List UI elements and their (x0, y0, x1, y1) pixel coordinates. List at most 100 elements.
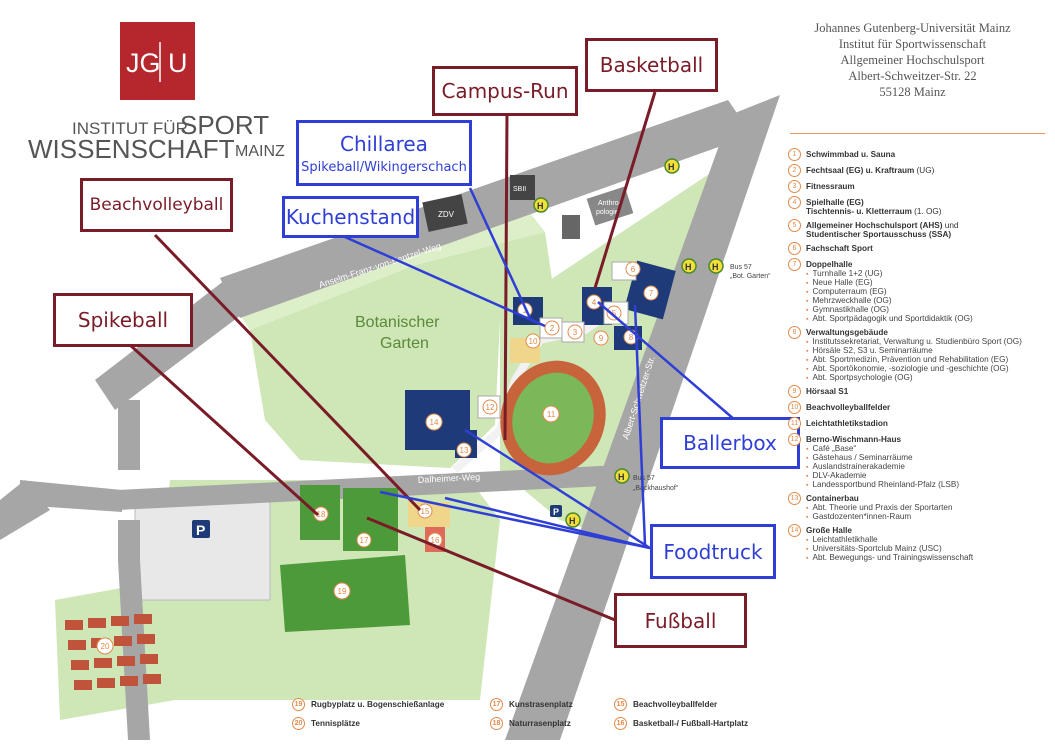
road-dalheimer (118, 465, 625, 510)
svg-text:18: 18 (317, 510, 326, 519)
legend-subitem: Neue Halle (EG) (806, 278, 1053, 287)
svg-text:12: 12 (486, 403, 495, 412)
callout-lines-blue (344, 187, 736, 550)
svg-text:16: 16 (431, 536, 440, 545)
sbii-label: SBII (513, 186, 526, 193)
map-marker: 12 (482, 399, 498, 415)
street-label-dalheimer: Dalheimer-Weg (418, 472, 481, 485)
svg-text:7: 7 (649, 289, 654, 298)
parking-lot (134, 489, 271, 601)
map-marker: 13 (456, 442, 472, 458)
svg-text:8: 8 (629, 333, 634, 342)
legend-number: 2 (788, 164, 801, 177)
legend-number: 12 (788, 433, 801, 446)
callout-basketball: Basketball (585, 38, 718, 92)
legend-number: 1 (788, 148, 801, 161)
map-marker: 20 (96, 637, 114, 655)
callout-foodtruck: Foodtruck (650, 524, 776, 579)
address-line: Johannes Gutenberg-Universität Mainz (814, 21, 1011, 35)
legend-subitem: Café „Base“ (806, 444, 1053, 453)
road-bentzel (220, 100, 752, 318)
legend-subitem: Computerraum (EG) (806, 287, 1053, 296)
bottom-legend-label: Rugbyplatz u. Bogenschießanlage (311, 700, 445, 709)
map-marker: 7 (643, 285, 659, 301)
anthro-label-2: pologie (596, 209, 619, 216)
map-marker: 2 (544, 320, 560, 336)
callout-basketball-label: Basketball (599, 53, 704, 77)
callout-kuchenstand-label: Kuchenstand (285, 205, 416, 229)
svg-text:13: 13 (460, 446, 469, 455)
road-schweitzer (505, 95, 780, 740)
callout-ballerbox-label: Ballerbox (683, 431, 777, 455)
parking-sign-small (550, 505, 562, 517)
legend-title: Doppelhalle (806, 260, 853, 269)
legend-number: 4 (788, 196, 801, 209)
bottom-legend-label: Beachvolleyballfelder (633, 700, 718, 709)
legend-number: 7 (788, 258, 801, 271)
legend-line2-suffix: (1. OG) (911, 207, 942, 216)
legend-line2: Studentischer Sportausschuss (SSA) (806, 230, 952, 239)
bottom-legend-label: Basketball-/ Fußball-Hartplatz (633, 719, 749, 728)
callout-beachvolleyball-label: Beachvolleyball (89, 195, 224, 215)
address-line: Allgemeiner Hochschulsport (840, 53, 985, 67)
garden-label-1: Botanischer (355, 314, 440, 331)
map-marker: 3 (567, 324, 583, 340)
svg-text:6: 6 (631, 265, 636, 274)
legend-title: Fechtsaal (EG) u. Kraftraum (806, 166, 915, 175)
legend-number: 18 (490, 717, 503, 730)
institute-address: Johannes Gutenberg-Universität Mainz Ins… (780, 20, 1045, 100)
callout-beachvolleyball: Beachvolleyball (80, 178, 233, 232)
bus-label-garten-1: Bus 57 (730, 264, 752, 271)
callout-foodtruck-label: Foodtruck (663, 539, 763, 564)
legend-title: Beachvolleyballfelder (806, 403, 891, 412)
bus-stop-icon: H (533, 197, 549, 213)
bus-label-hochhaus-1: Bus 57 (633, 475, 655, 482)
legend-subitem: Universitäts-Sportclub Mainz (USC) (806, 544, 1053, 553)
bus-stop-icon: H (614, 468, 630, 484)
map-marker: 17 (356, 532, 372, 548)
svg-text:H: H (712, 262, 719, 272)
legend-title: Leichtathletikstadion (806, 419, 888, 428)
map-marker: 11 (542, 405, 560, 423)
map-marker: 4 (586, 294, 602, 310)
callout-campus-run-label: Campus-Run (441, 79, 569, 103)
legend-title: Containerbau (806, 494, 859, 503)
callout-lines-red (128, 91, 657, 622)
address-line: Albert-Schweitzer-Str. 22 (848, 69, 977, 83)
bottom-legend-item: 17 Kunstrasenplatz (490, 698, 573, 711)
address-line: 55128 Mainz (879, 85, 946, 99)
legend-line2: Tischtennis- u. Kletterraum (806, 207, 912, 216)
bottom-legend-label: Kunstrasenplatz (509, 700, 573, 709)
bottom-legend-label: Tennisplätze (311, 719, 360, 728)
legend-subitem: Abt. Sportmedizin, Prävention und Rehabi… (806, 355, 1053, 364)
callout-ballerbox: Ballerbox (660, 417, 800, 469)
legend-number: 8 (788, 326, 801, 339)
svg-text:11: 11 (547, 410, 556, 419)
legend-number: 20 (292, 717, 305, 730)
jgu-logo (120, 22, 195, 100)
bus-label-hochhaus-2: „Backhaushof“ (633, 485, 679, 492)
svg-text:4: 4 (592, 298, 597, 307)
legend-number: 5 (788, 219, 801, 232)
svg-text:H: H (537, 201, 544, 211)
legend-subitem: Institutssekretariat, Verwaltung u. Stud… (806, 337, 1053, 346)
building-grey-small (562, 215, 580, 239)
callout-kuchenstand: Kuchenstand (282, 196, 419, 238)
map-marker: 9 (593, 330, 609, 346)
institute-line2-b: MAINZ (235, 143, 285, 160)
legend-subitem: Turnhalle 1+2 (UG) (806, 269, 1053, 278)
legend-number: 17 (490, 698, 503, 711)
jgu-logo-text-left: JG (126, 48, 161, 78)
map-marker: 10 (525, 333, 541, 349)
map-marker: 19 (333, 582, 351, 600)
